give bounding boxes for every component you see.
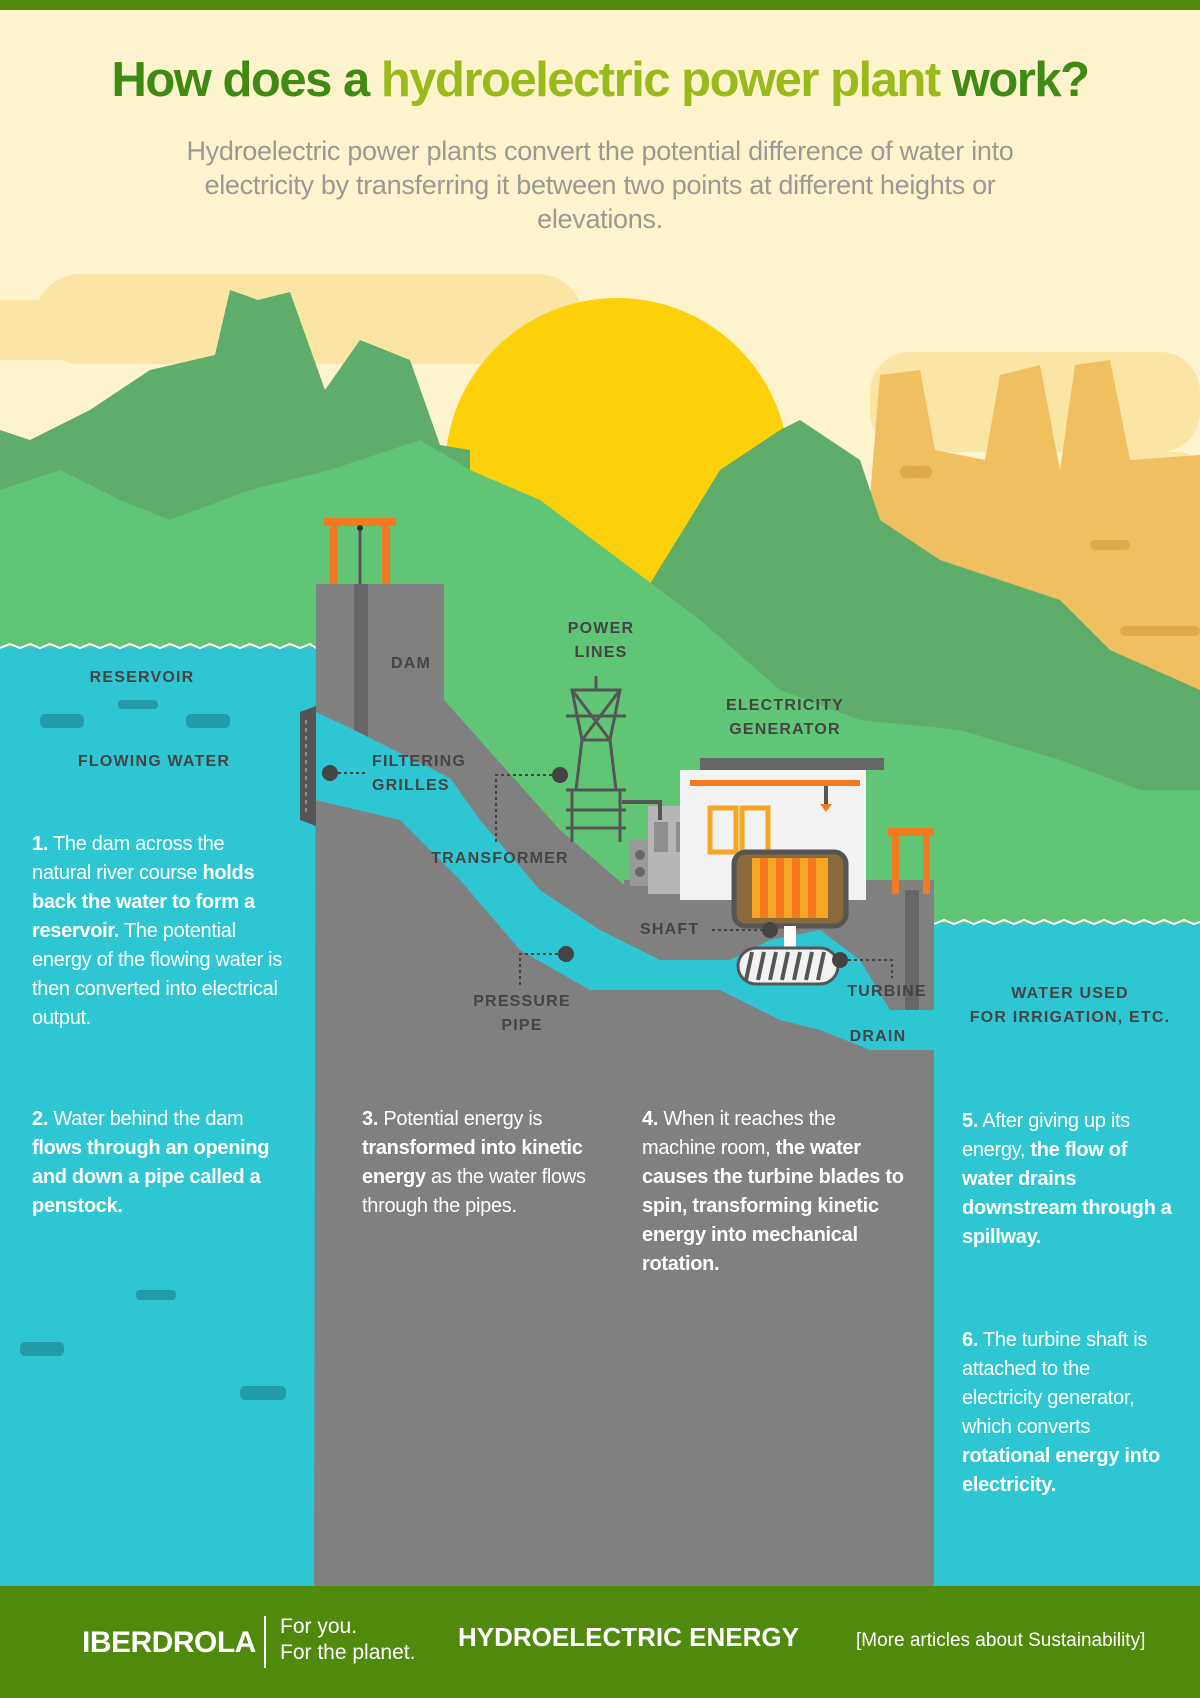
label-reservoir: RESERVOIR [89, 669, 195, 686]
step-text-bold: rotational energy into electricity. [962, 1445, 1160, 1496]
step-1: 1. The dam across the natural river cour… [32, 830, 288, 1033]
title-part-1: How does a [111, 53, 381, 107]
footer [0, 1586, 1200, 1698]
step-number: 2. [32, 1108, 49, 1130]
step-text: The turbine shaft is attached to the ele… [962, 1329, 1148, 1438]
step-5: 5. After giving up its energy, the flow … [962, 1107, 1182, 1252]
title-highlight: hydroelectric power plant [380, 53, 941, 107]
step-text-bold: holds back the water to form a reservoir… [32, 862, 255, 942]
label-power-lines-line1: POWER [567, 620, 635, 637]
label-irrigation: WATER USED FOR IRRIGATION, ETC. [960, 982, 1180, 1030]
step-number: 1. [32, 833, 49, 855]
step-4: 4. When it reaches the machine room, the… [642, 1105, 904, 1279]
step-text-bold: transformed into kinetic energy [362, 1137, 583, 1188]
label-grilles-line2: GRILLES [372, 777, 450, 794]
generator-building [680, 758, 884, 970]
step-text: Water behind the dam [48, 1108, 244, 1130]
downstream-water [934, 924, 1200, 1586]
label-irrigation-line2: FOR IRRIGATION, ETC. [969, 1009, 1171, 1026]
step-number: 5. [962, 1110, 979, 1132]
label-pressure-line1: PRESSURE [473, 993, 571, 1010]
step-6: 6. The turbine shaft is attached to the … [962, 1326, 1172, 1500]
label-generator: ELECTRICITY GENERATOR [700, 694, 870, 742]
step-text: Potential energy is [378, 1108, 543, 1130]
label-shaft: SHAFT [640, 921, 700, 938]
step-number: 6. [962, 1329, 979, 1351]
label-irrigation-line1: WATER USED [1011, 985, 1129, 1002]
label-filtering-grilles: FILTERING GRILLES [372, 750, 466, 798]
label-pressure-line2: PIPE [501, 1017, 543, 1034]
label-generator-line2: GENERATOR [729, 721, 841, 738]
label-power-lines: POWER LINES [546, 617, 656, 665]
label-turbine: TURBINE [847, 983, 927, 1000]
label-flowing-water: FLOWING WATER [77, 753, 231, 770]
label-grilles-line1: FILTERING [372, 753, 467, 770]
step-number: 3. [362, 1108, 379, 1130]
step-text: The dam across the natural river course [32, 833, 225, 884]
tagline: For you. For the planet. [280, 1614, 415, 1666]
step-3: 3. Potential energy is transformed into … [362, 1105, 612, 1221]
page-subtitle: Hydroelectric power plants convert the p… [186, 136, 1014, 234]
reservoir-water [0, 648, 316, 1586]
label-pressure-pipe: PRESSURE PIPE [460, 990, 584, 1038]
step-text-bold: the flow of water drains downstream thro… [962, 1139, 1172, 1248]
step-text: The potential energy of the flowing wate… [32, 920, 283, 1029]
label-power-lines-line2: LINES [574, 644, 628, 661]
step-text-bold: the water causes the turbine blades to s… [642, 1137, 904, 1275]
power-tower-icon [566, 676, 626, 842]
title-part-2: work? [939, 53, 1090, 107]
step-text: as the water flows through the pipes. [362, 1166, 586, 1217]
step-number: 4. [642, 1108, 659, 1130]
tagline-line1: For you. [280, 1615, 358, 1638]
turbine-icon [736, 946, 893, 986]
step-text-bold: flows through an opening and down a pipe… [32, 1137, 270, 1217]
section-title: HYDROELECTRIC ENERGY [458, 1622, 799, 1652]
page-title: How does a hydroelectric power plant wor… [0, 52, 1200, 108]
tagline-line2: For the planet. [280, 1641, 416, 1664]
brand-logo[interactable]: IBERDROLA [82, 1626, 256, 1659]
step-text: After giving up its energy, [962, 1110, 1130, 1161]
top-bar [0, 0, 1200, 10]
step-text: When it reaches the machine room, [642, 1108, 836, 1159]
step-2: 2. Water behind the dam flows through an… [32, 1105, 294, 1221]
label-generator-line1: ELECTRICITY [725, 697, 845, 714]
label-dam: DAM [390, 655, 432, 672]
label-transformer: TRANSFORMER [431, 850, 569, 867]
label-drain: DRAIN [849, 1028, 907, 1045]
footer-divider [264, 1616, 266, 1668]
cloud [35, 274, 583, 364]
more-articles-link[interactable]: [More articles about Sustainability] [856, 1630, 1146, 1651]
